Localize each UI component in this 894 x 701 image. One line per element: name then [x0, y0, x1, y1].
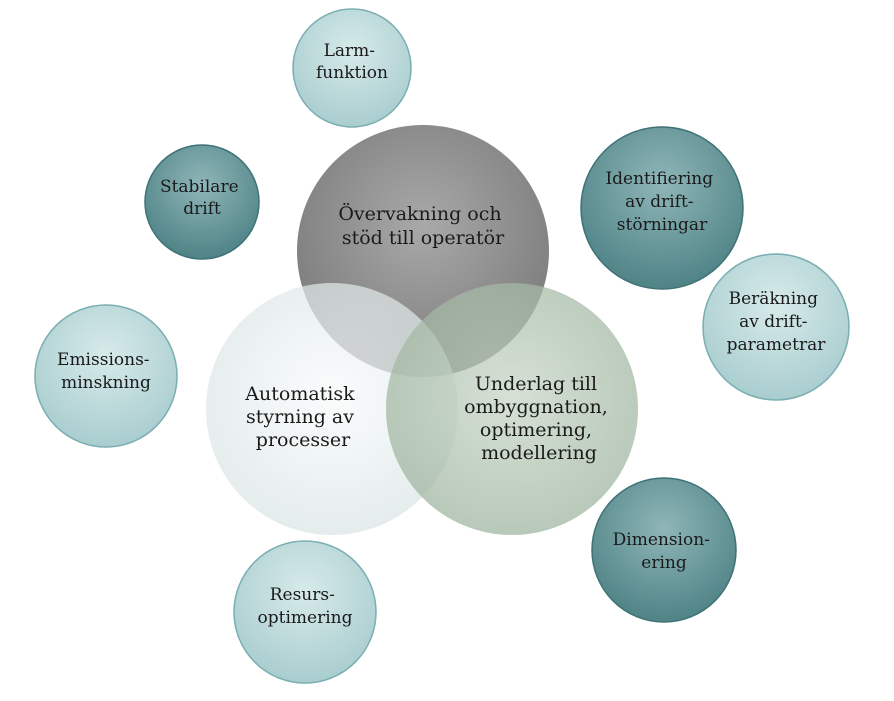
emissions-circle [34, 304, 178, 448]
right-main-label: Underlag till ombyggnation, optimering, … [464, 373, 614, 464]
berakning-circle [702, 253, 850, 401]
top-main-label: Övervakning och stöd till operatör [338, 202, 507, 249]
emissions-label: Emissions- minskning [57, 350, 155, 393]
resurs-circle [233, 540, 377, 684]
left-main-label: Automatisk styrning av processer [244, 383, 360, 451]
stabilare-circle [144, 144, 260, 260]
left-main-circle [206, 283, 458, 535]
dimension-circle [591, 477, 737, 623]
stabilare-label: Stabilare drift [160, 177, 244, 219]
berakning-label: Beräkning av drift- parametrar [727, 289, 827, 355]
dimension-label: Dimension- ering [613, 530, 716, 573]
right-main-circle [386, 283, 638, 535]
identifiering-circle [580, 126, 744, 290]
resurs-label: Resurs- optimering [258, 585, 353, 628]
larm-circle [292, 8, 412, 128]
identifiering-label: Identifiering av drift- störningar [605, 169, 718, 235]
larm-label: Larm- funktion [316, 41, 388, 83]
